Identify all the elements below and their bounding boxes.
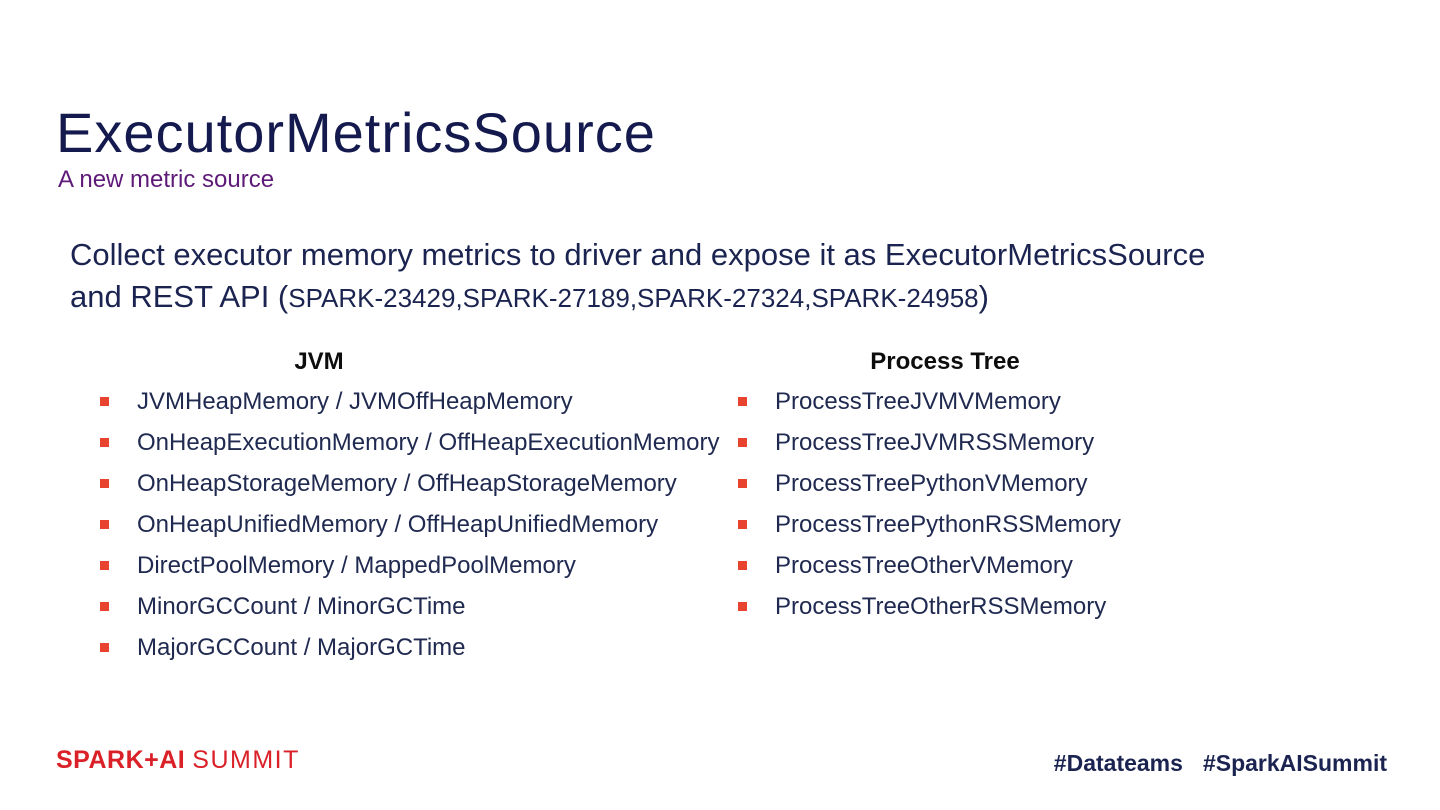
list-item: DirectPoolMemory / MappedPoolMemory bbox=[100, 545, 719, 586]
square-bullet-icon bbox=[100, 397, 109, 406]
list-item: ProcessTreeJVMRSSMemory bbox=[738, 422, 1121, 463]
square-bullet-icon bbox=[100, 602, 109, 611]
square-bullet-icon bbox=[100, 643, 109, 652]
list-item: MinorGCCount / MinorGCTime bbox=[100, 586, 719, 627]
list-item: ProcessTreeOtherRSSMemory bbox=[738, 586, 1121, 627]
square-bullet-icon bbox=[738, 561, 747, 570]
column-header-process-tree: Process Tree bbox=[870, 348, 1020, 375]
list-item: ProcessTreeJVMVMemory bbox=[738, 381, 1121, 422]
square-bullet-icon bbox=[738, 438, 747, 447]
body-line-1: Collect executor memory metrics to drive… bbox=[70, 237, 1206, 272]
list-item: OnHeapExecutionMemory / OffHeapExecution… bbox=[100, 422, 719, 463]
list-item: OnHeapUnifiedMemory / OffHeapUnifiedMemo… bbox=[100, 504, 719, 545]
jira-ticket-ids: SPARK-23429,SPARK-27189,SPARK-27324,SPAR… bbox=[288, 283, 979, 313]
close-paren: ) bbox=[978, 279, 989, 314]
body-paragraph: Collect executor memory metrics to drive… bbox=[70, 234, 1390, 319]
slide-title: ExecutorMetricsSource bbox=[56, 100, 656, 164]
hashtag-sparkaisummit: #SparkAISummit bbox=[1202, 750, 1387, 776]
process-tree-metric-list: ProcessTreeJVMVMemory ProcessTreeJVMRSSM… bbox=[738, 381, 1121, 627]
list-item: ProcessTreeOtherVMemory bbox=[738, 545, 1121, 586]
list-item: ProcessTreePythonRSSMemory bbox=[738, 504, 1121, 545]
jvm-metric-list: JVMHeapMemory / JVMOffHeapMemory OnHeapE… bbox=[100, 381, 719, 668]
event-hashtags: #Datateams #SparkAISummit bbox=[1054, 750, 1387, 777]
square-bullet-icon bbox=[100, 438, 109, 447]
list-item: OnHeapStorageMemory / OffHeapStorageMemo… bbox=[100, 463, 719, 504]
list-item: ProcessTreePythonVMemory bbox=[738, 463, 1121, 504]
hashtag-datateams: #Datateams bbox=[1053, 750, 1183, 776]
square-bullet-icon bbox=[738, 397, 747, 406]
square-bullet-icon bbox=[100, 520, 109, 529]
square-bullet-icon bbox=[100, 561, 109, 570]
list-item: MajorGCCount / MajorGCTime bbox=[100, 627, 719, 668]
logo-text-light: SUMMIT bbox=[192, 746, 300, 774]
logo-text-bold: SPARK+AI bbox=[56, 746, 186, 774]
list-item: JVMHeapMemory / JVMOffHeapMemory bbox=[100, 381, 719, 422]
square-bullet-icon bbox=[738, 479, 747, 488]
square-bullet-icon bbox=[738, 602, 747, 611]
slide-subtitle: A new metric source bbox=[58, 165, 275, 193]
square-bullet-icon bbox=[738, 520, 747, 529]
body-line-2: and REST API (SPARK-23429,SPARK-27189,SP… bbox=[70, 279, 989, 314]
square-bullet-icon bbox=[100, 479, 109, 488]
column-header-jvm: JVM bbox=[294, 348, 344, 375]
